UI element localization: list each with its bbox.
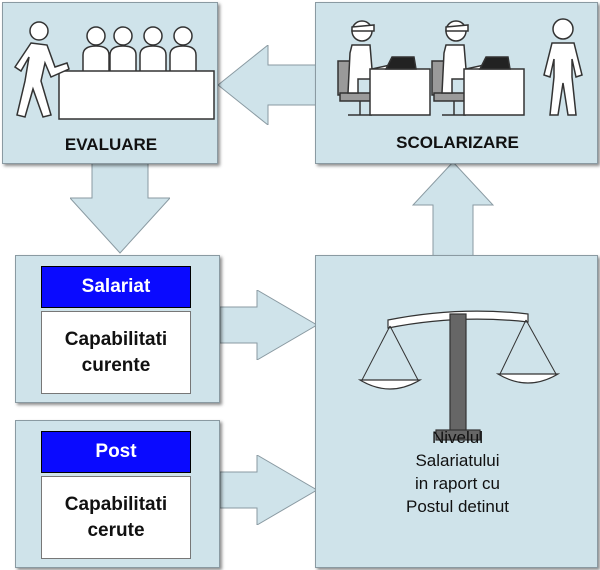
salariat-capabilities-box: Capabilitati curente (41, 311, 191, 394)
salariat-header: Salariat (41, 266, 191, 308)
arrow-post-to-balance (220, 455, 318, 525)
balance-line1: Nivelul (431, 428, 484, 447)
post-capabilities-box: Capabilitati cerute (41, 476, 191, 559)
arrow-scolarizare-to-evaluare (218, 45, 320, 125)
post-capabilities-line2: cerute (87, 519, 145, 541)
balance-panel: Nivelul Salariatului in raport cu Postul… (315, 255, 598, 568)
balance-scale-icon (357, 310, 561, 441)
balance-line4: Postul detinut (405, 497, 509, 516)
arrow-salariat-to-balance (220, 290, 318, 360)
salariat-capabilities-line2: curente (81, 354, 151, 376)
post-panel: Post Capabilitati cerute (15, 420, 220, 568)
balance-line3: in raport cu (414, 474, 501, 493)
post-capabilities-line1: Capabilitati (64, 493, 168, 515)
evaluare-panel: EVALUARE (2, 2, 218, 164)
post-header: Post (41, 431, 191, 473)
people-at-computers-icon (337, 18, 583, 116)
scolarizare-panel: SCOLARIZARE (315, 2, 598, 164)
arrow-balance-to-scolarizare (412, 162, 494, 259)
people-meeting-icon (13, 21, 215, 120)
balance-text: Nivelul Salariatului in raport cu Postul… (316, 426, 599, 518)
evaluare-title: EVALUARE (64, 135, 158, 154)
scolarizare-title: SCOLARIZARE (396, 133, 519, 152)
salariat-panel: Salariat Capabilitati curente (15, 255, 220, 403)
balance-line2: Salariatului (415, 451, 500, 470)
arrow-evaluare-to-salariat (70, 160, 170, 254)
salariat-capabilities-line1: Capabilitati (64, 328, 168, 350)
